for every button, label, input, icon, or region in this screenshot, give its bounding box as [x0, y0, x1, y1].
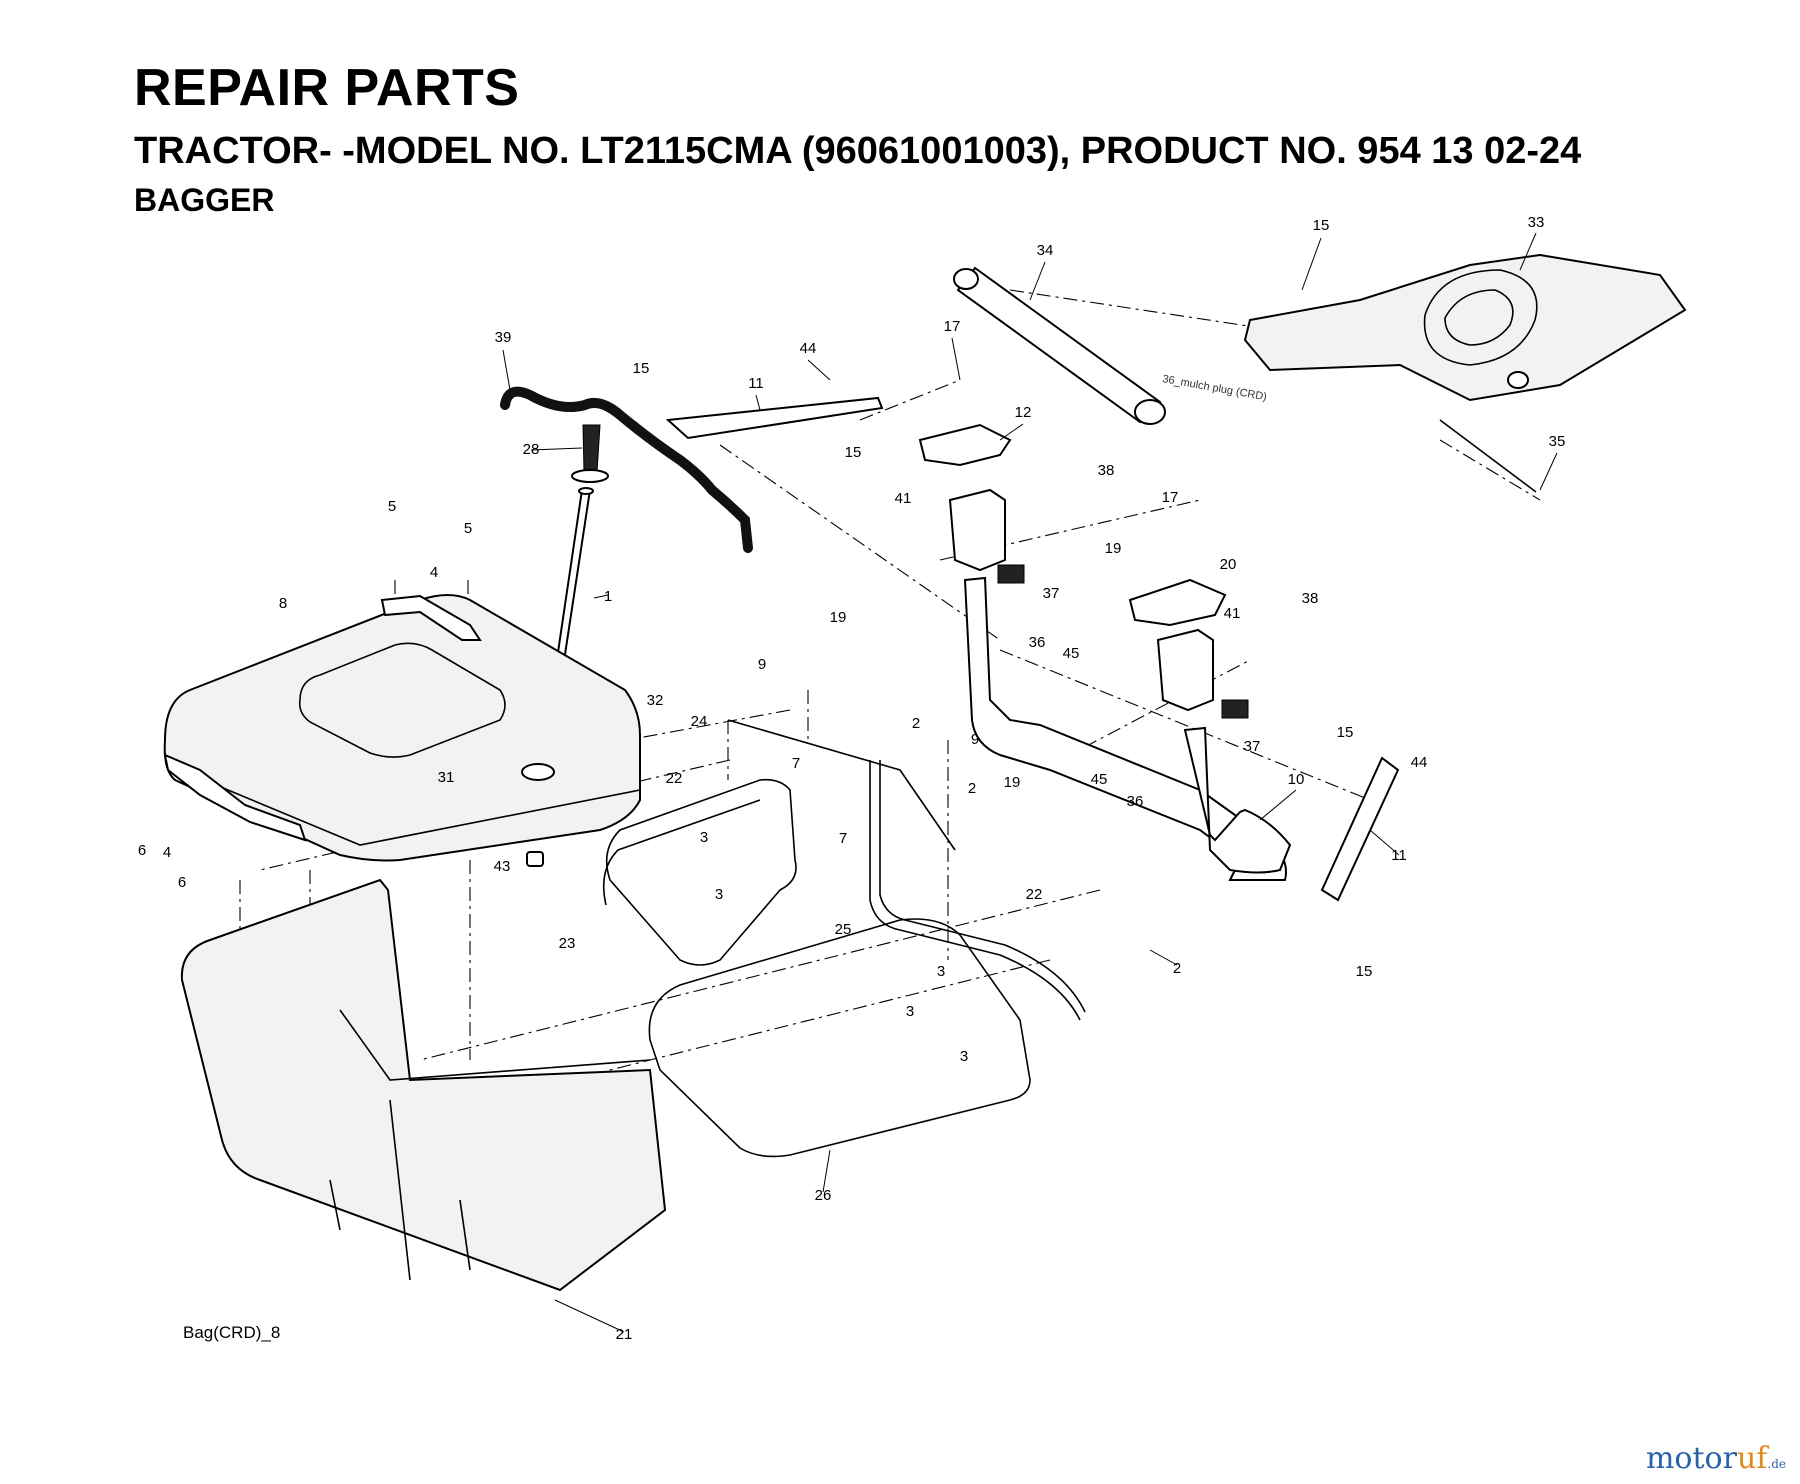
drawing-code: Bag(CRD)_8: [183, 1323, 280, 1342]
callout-11: 11: [1391, 847, 1407, 864]
callout-8: 8: [279, 595, 287, 612]
part-33-chute: [1243, 253, 1687, 402]
callout-45: 45: [1091, 771, 1108, 788]
callout-37: 37: [1043, 585, 1060, 602]
part-25-frame: [869, 760, 1086, 1021]
part-35-pin: [1439, 419, 1537, 493]
callout-21: 21: [616, 1326, 633, 1343]
part-4-handle-top: [380, 594, 482, 641]
callout-24: 24: [691, 713, 708, 730]
part-10-frame: [963, 576, 1292, 881]
part-41-bracket-lower: [1156, 628, 1214, 712]
callout-5: 5: [464, 520, 472, 537]
callout-19: 19: [1105, 540, 1122, 557]
callout-22: 22: [666, 770, 683, 787]
callout-36: 36: [1029, 634, 1046, 651]
callout-15: 15: [1356, 963, 1373, 980]
callout-25: 25: [835, 921, 852, 938]
callout-6: 6: [178, 874, 186, 891]
callout-15: 15: [1337, 724, 1354, 741]
callout-7: 7: [792, 755, 800, 772]
part-24-rod: [727, 719, 956, 851]
callout-23: 23: [559, 935, 576, 952]
part-28-grip: [571, 424, 609, 483]
part-26-frame: [648, 918, 1031, 1158]
callout-4: 4: [430, 564, 438, 581]
part-43-cap: [526, 851, 544, 867]
callout-31: 31: [438, 769, 455, 786]
part-21-bag: [180, 878, 667, 1292]
part-23-frame: [602, 778, 797, 966]
mulch-plug-note: 36_mulch plug (CRD): [1161, 373, 1267, 403]
part-37-block-lower: [1221, 699, 1249, 719]
callout-15: 15: [845, 444, 862, 461]
part-41-bracket-top: [948, 488, 1006, 572]
callout-26: 26: [815, 1187, 832, 1204]
callout-17: 17: [1162, 489, 1179, 506]
callout-3: 3: [937, 963, 945, 980]
callout-45: 45: [1063, 645, 1080, 662]
callout-2: 2: [1173, 960, 1181, 977]
callout-6: 6: [138, 842, 146, 859]
callout-39: 39: [495, 329, 512, 346]
callout-labels: 34 15 33 39 44 15 11 17 12 15 35 28 38 4…: [138, 214, 1566, 1343]
part-12-bracket: [918, 423, 1012, 467]
callout-44: 44: [800, 340, 817, 357]
part-4-handle-side: [163, 753, 307, 842]
callout-37: 37: [1244, 738, 1261, 755]
callout-34: 34: [1037, 242, 1054, 259]
callout-44: 44: [1411, 754, 1428, 771]
callout-9: 9: [758, 656, 766, 673]
callout-2: 2: [912, 715, 920, 732]
part-11-strap-right: [1320, 756, 1400, 902]
callout-15: 15: [1313, 217, 1330, 234]
model-line: TRACTOR- -MODEL NO. LT2115CMA (960610010…: [134, 130, 1582, 172]
callout-3: 3: [906, 1003, 914, 1020]
watermark-part2: uf: [1736, 1441, 1768, 1476]
callout-43: 43: [494, 858, 511, 875]
callout-36: 36: [1127, 793, 1144, 810]
callout-1: 1: [604, 588, 612, 605]
callout-3: 3: [715, 886, 723, 903]
part-8-lid: [163, 594, 641, 862]
callout-22: 22: [1026, 886, 1043, 903]
callout-32: 32: [647, 692, 664, 709]
callout-41: 41: [895, 490, 912, 507]
part-11-strap-top: [665, 396, 884, 440]
watermark-suffix: .de: [1767, 1457, 1786, 1471]
callout-3: 3: [700, 829, 708, 846]
page-title: REPAIR PARTS: [134, 59, 520, 117]
callout-leaders: [502, 232, 1558, 1333]
callout-9: 9: [971, 731, 979, 748]
callout-3: 3: [960, 1048, 968, 1065]
callout-19: 19: [830, 609, 847, 626]
callout-41: 41: [1224, 605, 1241, 622]
part-20-bracket: [1128, 578, 1227, 627]
callout-33: 33: [1528, 214, 1545, 231]
callout-11: 11: [748, 375, 764, 392]
watermark-logo: motoruf.de: [1646, 1441, 1786, 1476]
callout-38: 38: [1302, 590, 1319, 607]
callout-5: 5: [388, 498, 396, 515]
part-39-handle: [500, 386, 753, 553]
callout-35: 35: [1549, 433, 1566, 450]
callout-10: 10: [1288, 771, 1305, 788]
callout-20: 20: [1220, 556, 1237, 573]
callout-12: 12: [1015, 404, 1032, 421]
callout-17: 17: [944, 318, 961, 335]
section-title: BAGGER: [134, 182, 275, 218]
part-37-block-top: [997, 564, 1025, 584]
callout-4: 4: [163, 844, 171, 861]
part-34-tube: [953, 266, 1166, 425]
callout-38: 38: [1098, 462, 1115, 479]
callout-19: 19: [1004, 774, 1021, 791]
callout-7: 7: [839, 830, 847, 847]
watermark-part1: motor: [1645, 1441, 1737, 1476]
callout-15: 15: [633, 360, 650, 377]
page-header: REPAIR PARTS TRACTOR- -MODEL NO. LT2115C…: [134, 62, 1581, 216]
callout-2: 2: [968, 780, 976, 797]
